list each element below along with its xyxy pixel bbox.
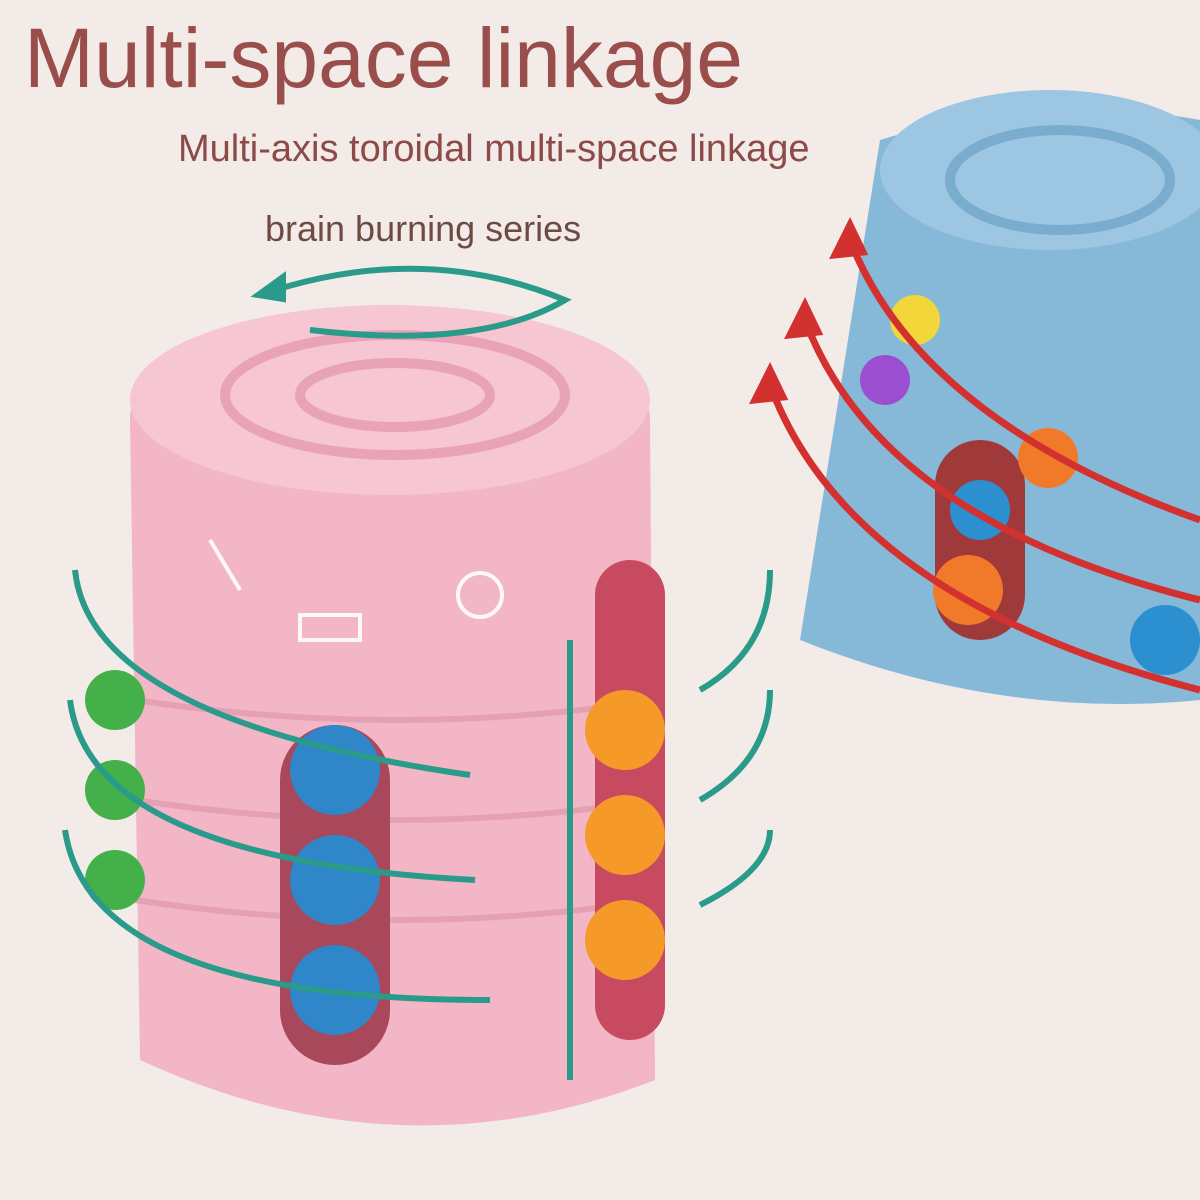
series-label: brain burning series: [265, 208, 582, 249]
red-arrows: [749, 217, 1200, 694]
subheadline: Multi-axis toroidal multi-space linkage: [178, 128, 810, 170]
green-arrows: [62, 265, 773, 1080]
pink-can: [85, 305, 665, 1126]
blue-can: [800, 90, 1200, 704]
headline: Multi-space linkage: [24, 11, 744, 105]
